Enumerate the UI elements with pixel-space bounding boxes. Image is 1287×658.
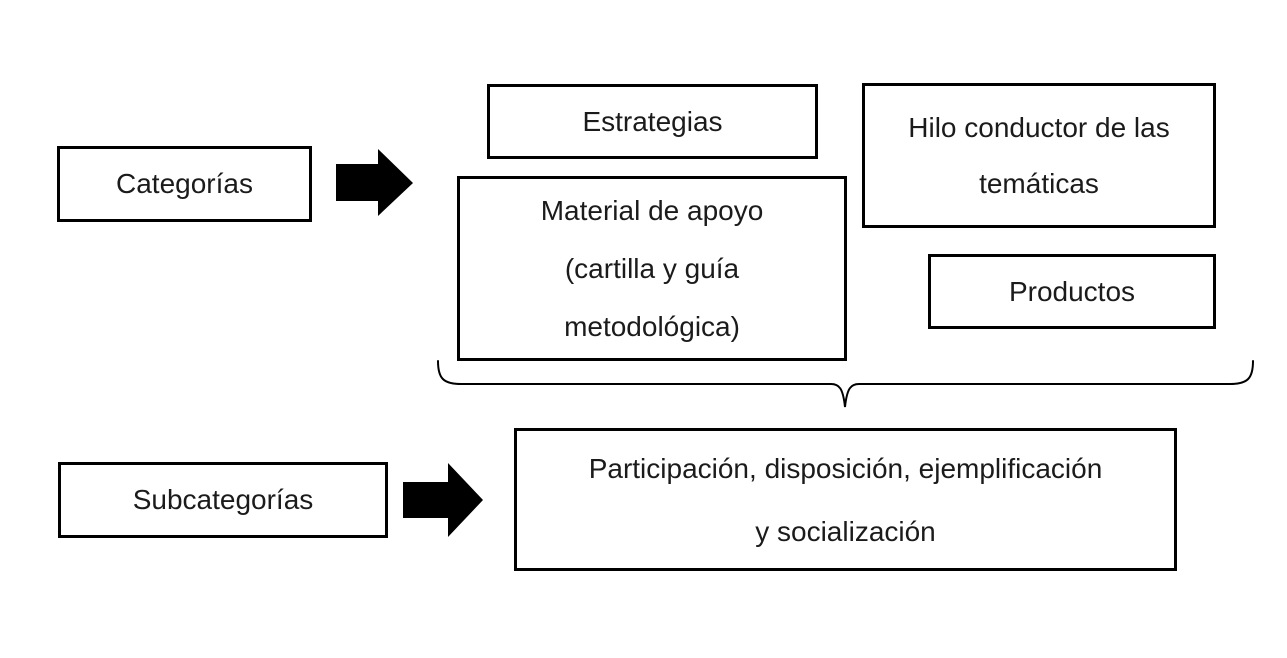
box-hilo-conductor: Hilo conductor de las temáticas bbox=[862, 83, 1216, 228]
box-estrategias-label: Estrategias bbox=[582, 105, 723, 137]
box-material-line: Material de apoyo bbox=[540, 194, 764, 226]
right-arrow-icon bbox=[336, 149, 413, 216]
box-subcategorias-label: Subcategorías bbox=[132, 484, 314, 516]
box-hilo-line: Hilo conductor de las bbox=[908, 111, 1170, 143]
box-participacion-line: y socialización bbox=[755, 515, 936, 547]
brace-down-icon bbox=[437, 360, 1254, 408]
box-estrategias: Estrategias bbox=[487, 84, 818, 159]
box-subcategorias: Subcategorías bbox=[58, 462, 388, 538]
box-material-line: (cartilla y guía bbox=[564, 252, 740, 284]
box-material-line: metodológica) bbox=[564, 310, 740, 342]
right-arrow-icon bbox=[403, 463, 483, 537]
box-productos-label: Productos bbox=[1008, 275, 1136, 307]
box-hilo-line: temáticas bbox=[979, 167, 1099, 199]
box-participacion: Participación, disposición, ejemplificac… bbox=[514, 428, 1177, 571]
box-categorias-label: Categorías bbox=[116, 168, 253, 200]
box-material-de-apoyo: Material de apoyo (cartilla y guía metod… bbox=[457, 176, 847, 361]
box-productos: Productos bbox=[928, 254, 1216, 329]
box-categorias: Categorías bbox=[57, 146, 312, 222]
box-participacion-line: Participación, disposición, ejemplificac… bbox=[588, 452, 1103, 484]
